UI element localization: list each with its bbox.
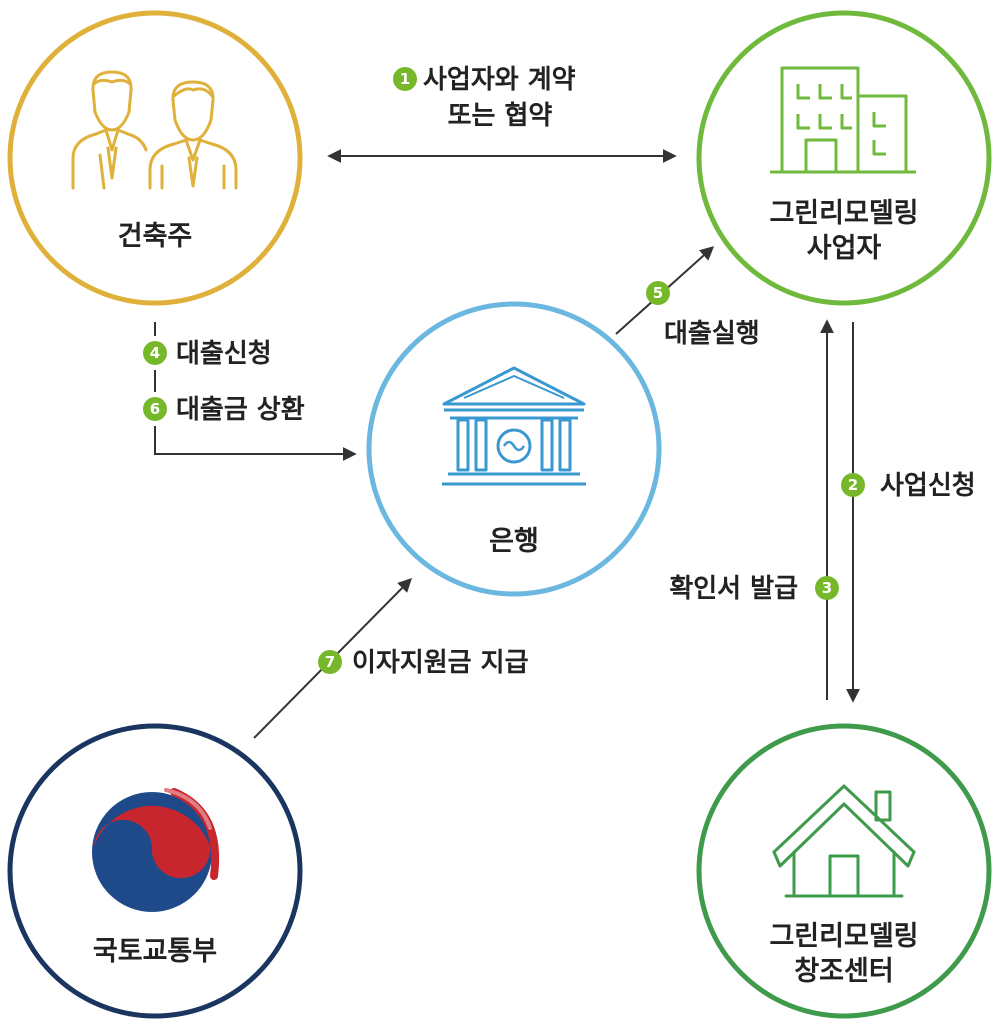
- step-number: 6: [150, 400, 160, 418]
- step-badge: [646, 281, 670, 305]
- step-badge: [318, 650, 342, 674]
- bank-circle: [366, 301, 662, 597]
- owner-label: 건축주: [118, 221, 193, 252]
- node-business: 그린리모델링 사업자: [696, 10, 992, 306]
- taegeuk-emblem-icon: [88, 788, 220, 916]
- owner-circle: [7, 10, 303, 306]
- node-owner: 건축주: [7, 10, 303, 306]
- step-number: 3: [822, 579, 832, 597]
- center-label-line1: 그린리모델링: [769, 921, 918, 952]
- step-6: 6 대출금 상환: [142, 392, 305, 426]
- step-badge: [815, 576, 839, 600]
- step-label: 사업신청: [880, 471, 976, 501]
- step-5: 5 대출실행: [646, 281, 760, 349]
- step-number: 1: [400, 70, 410, 88]
- step-number: 2: [848, 476, 858, 494]
- step-3: 3 확인서 발급: [669, 574, 839, 604]
- business-circle: [696, 10, 992, 306]
- step-number: 4: [150, 344, 160, 362]
- step-4: 4 대출신청: [142, 336, 272, 370]
- business-label-line2: 사업자: [807, 233, 882, 264]
- center-label-line2: 창조센터: [794, 956, 893, 987]
- house-icon: [772, 784, 916, 898]
- bank-building-icon: [442, 366, 586, 486]
- step-number: 5: [653, 284, 663, 302]
- step-1: 1 사업자와 계약 또는 협약: [393, 65, 576, 131]
- node-ministry: 국토교통부: [7, 723, 303, 1019]
- step-label: 확인서 발급: [669, 574, 798, 604]
- node-bank: 은행: [366, 301, 662, 597]
- business-label-line1: 그린리모델링: [769, 198, 918, 229]
- step-label-line1: 사업자와 계약: [423, 65, 576, 95]
- step-label-line2: 또는 협약: [448, 101, 553, 131]
- bank-label: 은행: [489, 526, 539, 557]
- step-badge: [143, 397, 167, 421]
- step-badge: [841, 473, 865, 497]
- step-badge: [393, 67, 417, 91]
- step-2: 2 사업신청: [841, 471, 976, 501]
- step-7: 7 이자지원금 지급: [318, 648, 529, 678]
- step-badge: [143, 341, 167, 365]
- ministry-label: 국토교통부: [93, 936, 217, 967]
- step-label: 대출금 상환: [176, 395, 305, 425]
- step-label: 대출실행: [664, 319, 760, 349]
- two-businessmen-icon: [71, 70, 238, 190]
- node-center: 그린리모델링 창조센터: [696, 723, 992, 1019]
- center-circle: [696, 723, 992, 1019]
- step-label: 이자지원금 지급: [352, 648, 529, 678]
- office-buildings-icon: [770, 66, 916, 174]
- step-label: 대출신청: [176, 339, 272, 369]
- step-number: 7: [325, 653, 335, 671]
